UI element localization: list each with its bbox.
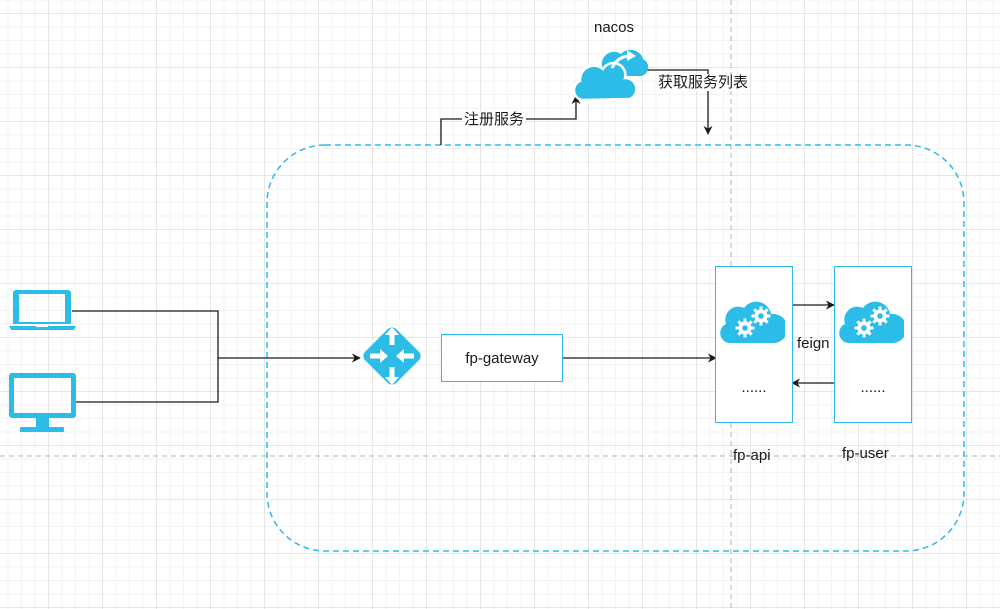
user-caption: fp-user bbox=[842, 445, 889, 462]
nacos-label: nacos bbox=[594, 19, 635, 36]
feign-edge-label: feign bbox=[797, 335, 830, 352]
gateway-label: fp-gateway bbox=[465, 350, 539, 367]
cluster-boundary[interactable] bbox=[266, 144, 965, 552]
api-content-placeholder: ...... bbox=[741, 379, 767, 396]
gateway-node[interactable]: fp-gateway bbox=[441, 334, 563, 382]
nacos-cloud-icon[interactable] bbox=[572, 49, 649, 102]
router-icon[interactable] bbox=[361, 325, 423, 387]
api-caption: fp-api bbox=[733, 447, 771, 464]
laptop-connector[interactable] bbox=[72, 310, 219, 403]
register-edge-label: 注册服务 bbox=[462, 111, 527, 128]
cloud-gears-icon bbox=[720, 301, 785, 343]
fetch-edge-label: 获取服务列表 bbox=[656, 74, 751, 91]
user-content-placeholder: ...... bbox=[860, 379, 886, 396]
api-node[interactable]: ...... bbox=[715, 266, 793, 423]
laptop-icon[interactable] bbox=[9, 290, 76, 330]
fetch-edge[interactable] bbox=[641, 69, 713, 135]
cloud-gears-icon bbox=[839, 301, 904, 343]
monitor-icon[interactable] bbox=[9, 373, 76, 432]
user-node[interactable]: ...... bbox=[834, 266, 912, 423]
